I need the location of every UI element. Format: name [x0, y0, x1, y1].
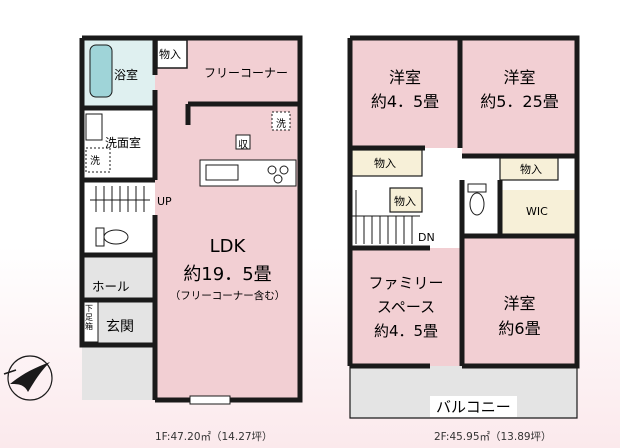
room2-size-label: 約5．25畳 [480, 92, 559, 111]
staircase-1f-icon [90, 186, 150, 212]
ldk-note-label: （フリーコーナー含む） [169, 290, 286, 302]
room3-name-label: 洋室 [503, 294, 536, 313]
sink-icon [85, 113, 103, 141]
family-space [350, 248, 462, 366]
wic-label: WIC [526, 205, 548, 218]
staircase-2f-icon [352, 190, 420, 244]
floor1-area-label: 1F:47.20㎡（14.27坪） [155, 431, 273, 443]
toilet-1f-icon [95, 227, 129, 247]
washer-space-icon [271, 111, 291, 131]
first-floor [79, 35, 303, 405]
room-1 [350, 38, 458, 148]
stairs-1f [82, 180, 155, 215]
balcony-railing [349, 366, 578, 419]
storage-a-label: 物入 [374, 157, 396, 170]
storage-b [389, 187, 423, 213]
ldk-size-label: 約19．5畳 [183, 264, 272, 285]
storage-b-label: 物入 [394, 195, 416, 208]
free-corner-label: フリーコーナー [204, 66, 289, 80]
family-size-label: 約4．5畳 [373, 322, 439, 340]
shoebox-label: 下足箱 [85, 304, 93, 331]
down-label: DN [418, 231, 435, 244]
wall-segment [185, 101, 300, 125]
room-3 [462, 236, 577, 366]
room3-size-label: 約6畳 [498, 319, 541, 338]
floor2-area-label: 2F:45.95㎡（13.89坪） [434, 431, 552, 443]
entrance-label: 玄関 [106, 319, 134, 335]
window-1f [189, 395, 231, 405]
fridge-icon [235, 134, 251, 150]
storage-c-label: 物入 [520, 163, 542, 176]
bathtub-icon [89, 44, 113, 98]
toilet-2f-icon [467, 183, 487, 216]
ldk-room [155, 98, 300, 400]
storage-a [351, 149, 423, 177]
storage-c [499, 157, 559, 181]
washer-icon [85, 147, 111, 173]
room1-name-label: 洋室 [388, 68, 421, 87]
washroom-label: 洗面室 [105, 136, 142, 150]
up-label: UP [157, 195, 172, 208]
family-line2-label: スペース [376, 298, 436, 316]
storage-top-label: 物入 [159, 48, 181, 61]
shoebox [83, 301, 99, 343]
exterior-wall-2f [347, 35, 580, 369]
second-floor [347, 35, 580, 419]
wash-mark2-label: 洗 [276, 119, 286, 130]
kitchen-counter-icon [199, 159, 297, 187]
room-2 [462, 38, 577, 156]
north-bird-icon [3, 355, 53, 401]
ldk-name-label: LDK [209, 236, 246, 257]
hall-area [82, 255, 155, 300]
family-line1-label: ファミリー [368, 274, 444, 292]
room1-size-label: 約4．5畳 [370, 92, 440, 111]
porch-area [82, 345, 155, 400]
balcony-label: バルコニー [430, 396, 517, 417]
storage-box-1f [156, 39, 188, 69]
wic-room [500, 190, 577, 236]
hall-label: ホール [92, 279, 130, 294]
bath-label: 浴室 [114, 68, 139, 82]
wash-mark-label: 洗 [90, 156, 100, 167]
fridge-mark-label: 収 [238, 140, 248, 151]
room2-name-label: 洋室 [503, 68, 536, 87]
